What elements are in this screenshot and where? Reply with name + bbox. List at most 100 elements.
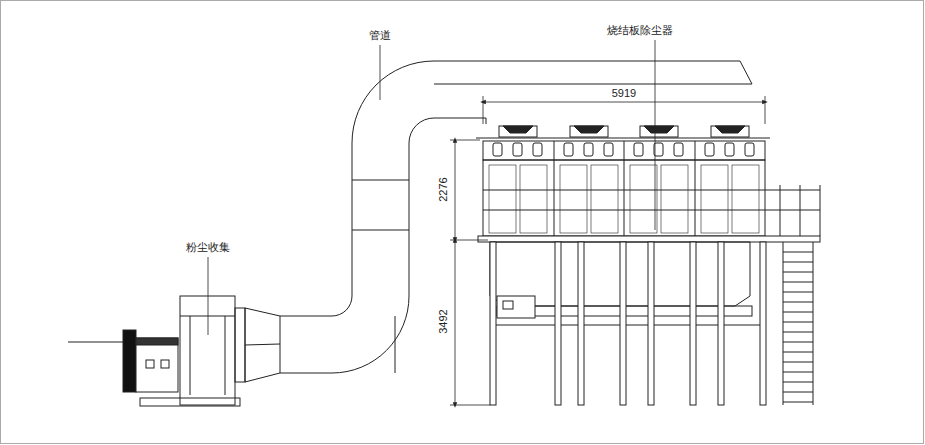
rail-post: [820, 185, 821, 236]
filter-element: [520, 165, 547, 233]
pulse-valve: [513, 143, 522, 156]
ladder-rung: [783, 332, 813, 333]
top-rail: [476, 138, 770, 139]
part-name: 管道: [368, 29, 392, 42]
ladder-rung: [783, 342, 813, 343]
dimensions: [450, 96, 765, 405]
outlet-hood: [711, 126, 749, 137]
stair-rail: [783, 242, 784, 405]
pulse-valve: [533, 143, 542, 156]
support-leg: [620, 242, 626, 405]
module-divider: [695, 141, 696, 236]
motor-window: [146, 360, 154, 368]
shaft-line: [68, 342, 123, 343]
ladder-rung: [783, 362, 813, 363]
extension-line: [765, 96, 766, 124]
ladder-rung: [783, 282, 813, 283]
ladder-rung: [783, 382, 813, 383]
ladder-rung: [783, 312, 813, 313]
pulse-valve: [584, 143, 593, 156]
filter-element: [489, 165, 516, 233]
outlet-hood: [640, 126, 678, 137]
ladder-rung: [783, 322, 813, 323]
housing-line: [225, 316, 226, 395]
handrail: [483, 190, 820, 191]
extension-line: [450, 140, 480, 141]
ladder-rung: [783, 392, 813, 393]
support-leg: [578, 242, 584, 405]
part-name: 烧结板除尘器: [606, 24, 674, 37]
pulse-valve: [604, 143, 613, 156]
duct: [280, 61, 752, 373]
support-leg: [490, 242, 496, 405]
leader-line: [380, 45, 381, 100]
collector: [476, 138, 820, 405]
filter-element: [630, 165, 657, 233]
fan-outlet: [235, 308, 245, 382]
ladder-rung: [783, 302, 813, 303]
module-divider: [624, 141, 625, 236]
pulse-valve: [674, 143, 683, 156]
hood-cone: [574, 126, 604, 133]
pulse-valve: [634, 143, 643, 156]
hood-cone: [503, 126, 533, 133]
ladder-rung: [783, 372, 813, 373]
filter-element: [560, 165, 587, 233]
dimension: 3492: [436, 309, 449, 335]
mid-rail: [483, 210, 820, 211]
stair-rail: [813, 242, 814, 405]
fan-housing: [180, 296, 235, 405]
hood-cone: [644, 126, 674, 133]
support-leg: [760, 242, 766, 405]
dimension-line: [455, 140, 456, 240]
motor-strip: [136, 338, 178, 345]
pulse-valve: [493, 143, 502, 156]
pulse-valve: [745, 143, 754, 156]
pulse-valve: [725, 143, 734, 156]
fan: [68, 296, 280, 406]
leaders: [208, 40, 655, 335]
ladder-rung: [783, 262, 813, 263]
hood-cone: [715, 126, 745, 133]
module-divider: [554, 141, 555, 236]
transition-line: [245, 344, 280, 345]
part-name: 粉尘收集: [185, 241, 231, 254]
motor-window: [503, 301, 513, 309]
conveyor-motor: [497, 296, 535, 318]
duct-inner-edge: [280, 61, 752, 316]
ladder-rung: [783, 352, 813, 353]
outlet-hood: [570, 126, 608, 137]
support-leg: [648, 242, 654, 405]
ladder-rung: [783, 292, 813, 293]
coupling: [123, 330, 136, 392]
support-leg: [555, 242, 561, 405]
dimension: 5919: [611, 87, 637, 100]
filter-element: [732, 165, 759, 233]
transition: [245, 308, 280, 382]
filter-element: [701, 165, 728, 233]
platform: [478, 236, 820, 242]
cross-beam: [490, 325, 766, 326]
motor-window: [161, 360, 169, 368]
housing-line: [180, 316, 235, 317]
ladder-rung: [783, 272, 813, 273]
dimension-line: [483, 102, 765, 103]
motor: [136, 338, 178, 392]
housing-line: [190, 316, 191, 395]
pulse-valve: [705, 143, 714, 156]
rail-post: [780, 185, 781, 236]
fan-base: [140, 398, 240, 406]
filter-element: [591, 165, 618, 233]
ladder-rung: [783, 252, 813, 253]
duct-joint: [352, 180, 409, 373]
outlet-hood: [499, 126, 537, 137]
extension-line: [450, 240, 488, 241]
leader-line: [655, 40, 656, 230]
filter-element: [661, 165, 688, 233]
leader-line: [208, 257, 209, 335]
ladder-rung: [783, 402, 813, 403]
